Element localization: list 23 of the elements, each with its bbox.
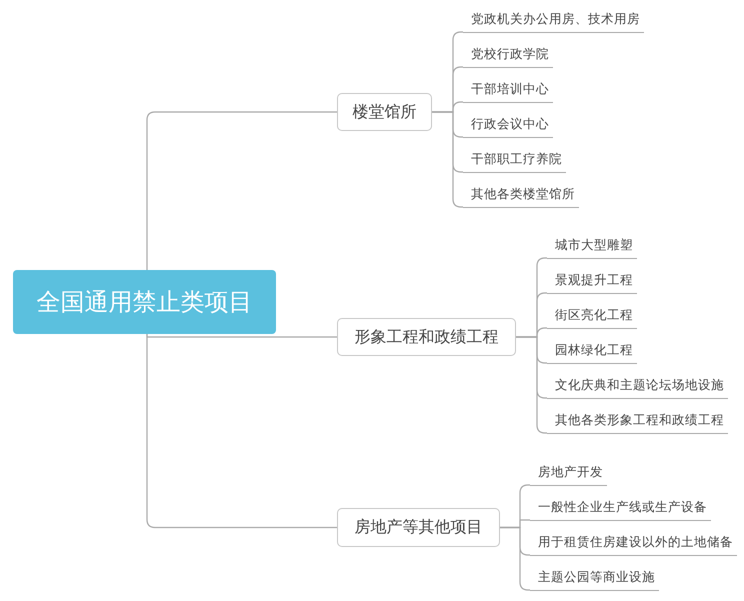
- leaf-item: 街区亮化工程: [547, 307, 637, 329]
- leaf-item: 党政机关办公用房、技术用房: [463, 11, 644, 33]
- leaf-item: 其他各类形象工程和政绩工程: [547, 412, 728, 434]
- leaf-item: 党校行政学院: [463, 46, 553, 68]
- leaf-item: 用于租赁住房建设以外的土地储备: [530, 534, 737, 556]
- branch-box: 楼堂馆所: [337, 93, 432, 131]
- branch-box: 形象工程和政绩工程: [337, 318, 516, 356]
- leaf-item: 干部职工疗养院: [463, 151, 566, 173]
- root-box: 全国通用禁止类项目: [13, 270, 276, 334]
- connector: [146, 334, 337, 528]
- leaf-item: 行政会议中心: [463, 116, 553, 138]
- leaf-item: 一般性企业生产线或生产设备: [530, 499, 711, 521]
- leaf-item: 干部培训中心: [463, 81, 553, 103]
- leaf-item: 城市大型雕塑: [547, 237, 637, 259]
- leaf-item: 景观提升工程: [547, 272, 637, 294]
- connector: [146, 111, 337, 270]
- leaf-item: 主题公园等商业设施: [530, 569, 659, 591]
- leaf-item: 园林绿化工程: [547, 342, 637, 364]
- leaf-item: 房地产开发: [530, 464, 607, 486]
- branch-box: 房地产等其他项目: [337, 508, 500, 547]
- leaf-item: 文化庆典和主题论坛场地设施: [547, 377, 728, 399]
- leaf-item: 其他各类楼堂馆所: [463, 186, 579, 208]
- connector: [146, 334, 337, 338]
